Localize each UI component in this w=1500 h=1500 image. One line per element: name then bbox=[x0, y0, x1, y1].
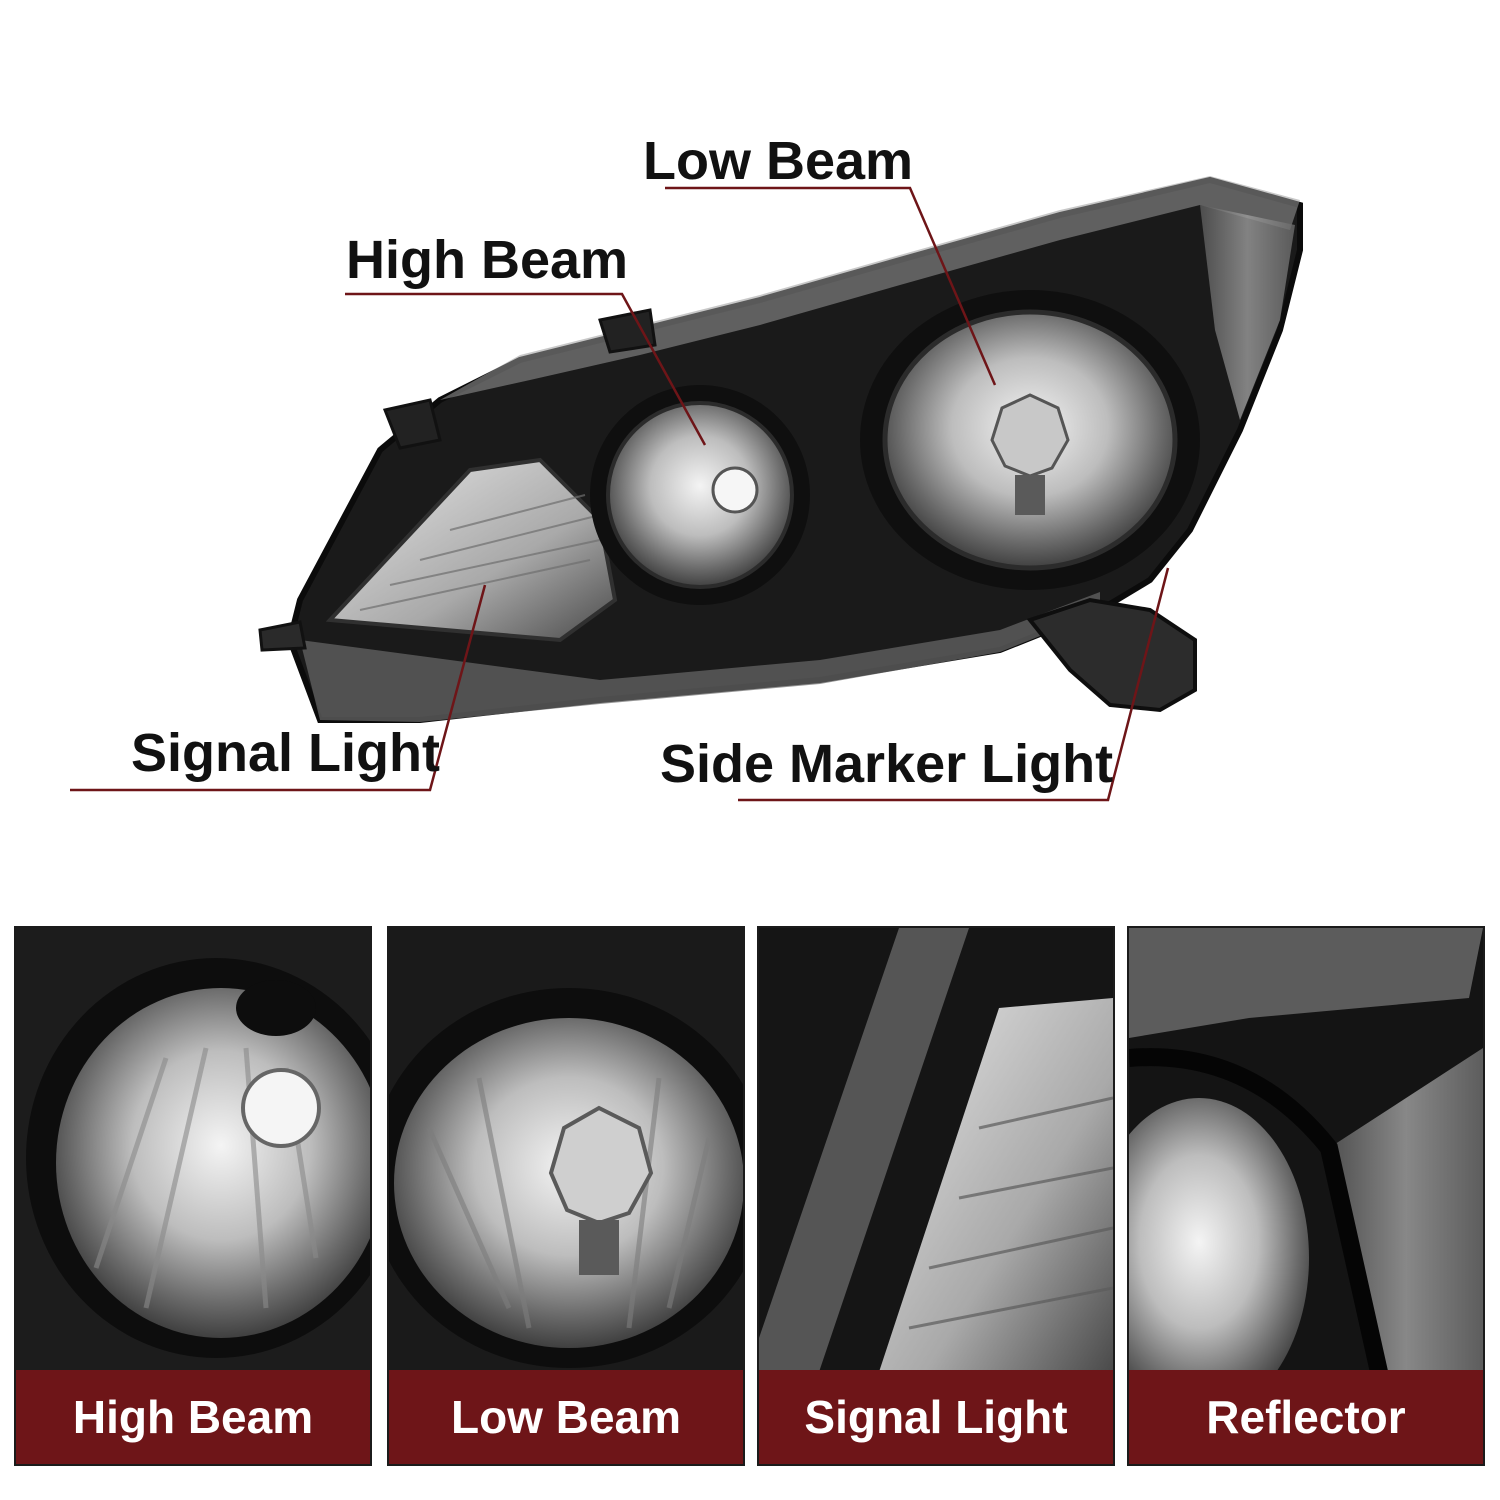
detail-panel-reflector: Reflector bbox=[1127, 926, 1485, 1466]
low-beam-closeup bbox=[389, 928, 743, 1372]
detail-panel-high-beam: High Beam bbox=[14, 926, 372, 1466]
callout-low-beam: Low Beam bbox=[643, 131, 914, 191]
detail-panel-low-beam: Low Beam bbox=[387, 926, 745, 1466]
callout-signal-light: Signal Light bbox=[131, 723, 440, 783]
panel-label-reflector: Reflector bbox=[1129, 1370, 1483, 1464]
callout-high-beam: High Beam bbox=[346, 230, 629, 290]
reflector-closeup bbox=[1129, 928, 1483, 1372]
signal-light-closeup bbox=[759, 928, 1113, 1372]
high-beam-closeup bbox=[16, 928, 370, 1372]
detail-panel-signal-light: Signal Light bbox=[757, 926, 1115, 1466]
panel-label-signal-light: Signal Light bbox=[759, 1370, 1113, 1464]
panel-label-high-beam: High Beam bbox=[16, 1370, 370, 1464]
panel-label-low-beam: Low Beam bbox=[389, 1370, 743, 1464]
callout-side-marker-light: Side Marker Light bbox=[660, 734, 1114, 794]
